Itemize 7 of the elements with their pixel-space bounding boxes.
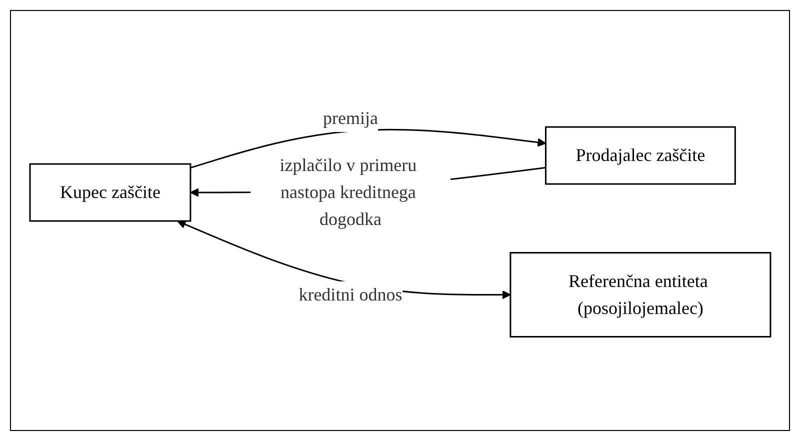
edge-label: kreditni odnos <box>298 284 402 304</box>
node-box: Referenčna entiteta (posojilojemalec) <box>509 252 771 338</box>
edge-label: izplačilo v primeru nastopa kreditnega dogodka <box>279 154 416 229</box>
arrow <box>190 128 546 168</box>
edge-label: premija <box>322 108 378 128</box>
node-box: Kupec zaščite <box>29 162 191 222</box>
node-box: Prodajalec zaščite <box>544 126 736 184</box>
